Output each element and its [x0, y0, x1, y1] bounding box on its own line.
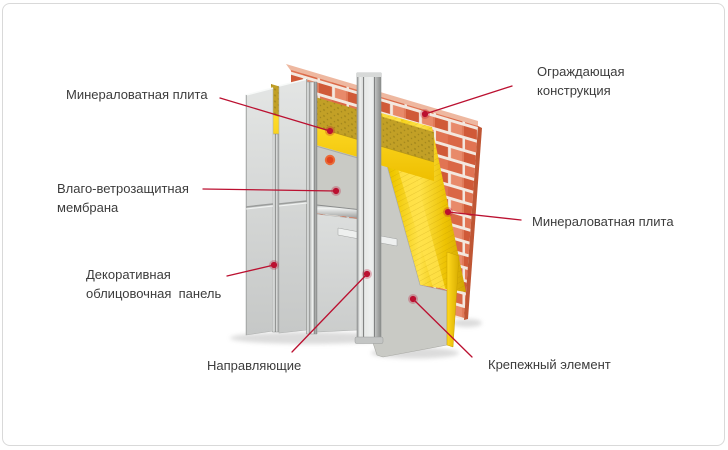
label-line: облицовочная панель [86, 286, 222, 301]
label-line: Направляющие [207, 358, 302, 373]
leader-fastener [408, 294, 473, 358]
brick-wall-side-edge [464, 126, 482, 320]
label-mineral-wool-left: Минераловатная плита [66, 85, 208, 104]
leader-decorative-panel [226, 260, 279, 277]
leader-dot [421, 110, 429, 118]
vertical-rail-mid [306, 81, 318, 335]
leader-dot [326, 127, 334, 135]
label-line: Крепежный элемент [488, 357, 611, 372]
leader-dot [409, 295, 417, 303]
front-panel-a [245, 87, 274, 336]
leader-dot [363, 270, 371, 278]
panel-seam [245, 203, 274, 208]
leader-dot [332, 187, 340, 195]
horizontal-rail-bar [311, 204, 359, 218]
vertical-rails [272, 72, 384, 344]
front-panels [245, 78, 308, 336]
label-line: Ограждающая [537, 64, 625, 79]
leader-dot [270, 261, 278, 269]
label-line: конструкция [537, 83, 611, 98]
label-line: Влаго-ветрозащитная [57, 181, 189, 196]
leader-lines [202, 85, 522, 358]
leader-enclosing-structure [420, 85, 513, 119]
label-line: Минераловатная плита [66, 87, 208, 102]
leader-mineral-wool-left [219, 97, 335, 136]
panel-seam [278, 200, 308, 205]
label-fastener: Крепежный элемент [488, 355, 611, 374]
fastener-disc [324, 154, 336, 166]
insulation-edge-strip [446, 251, 460, 348]
leader-membrane [202, 186, 341, 196]
label-rails: Направляющие [207, 356, 301, 375]
brick-wall-top-surface [286, 64, 478, 127]
membrane-window-top-shade [315, 145, 359, 159]
label-enclosing-structure: Ограждающая конструкция [537, 62, 625, 100]
label-line: мембрана [57, 200, 119, 215]
label-line: Декоративная [86, 267, 171, 282]
front-panel-b [278, 78, 308, 334]
vertical-rail-left [272, 133, 280, 333]
label-decorative-panel: Декоративная облицовочная панель [86, 265, 221, 303]
label-mineral-wool-right: Минераловатная плита [532, 212, 674, 231]
leader-dot [444, 208, 452, 216]
vertical-rail-main [354, 72, 384, 344]
leader-rails [291, 269, 372, 353]
leader-mineral-wool-right [443, 207, 522, 221]
label-membrane: Влаго-ветрозащитная мембрана [57, 179, 189, 217]
label-line: Минераловатная плита [532, 214, 674, 229]
